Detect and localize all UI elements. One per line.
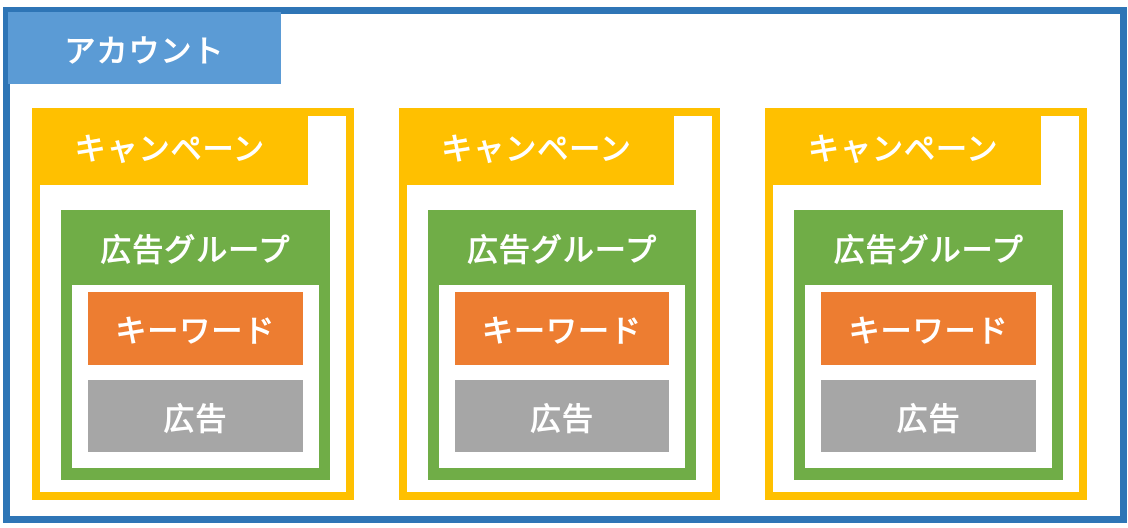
campaign-label: キャンペーン: [398, 108, 675, 185]
ad-box: 広告: [454, 380, 670, 452]
adgroup-label: 広告グループ: [466, 233, 658, 268]
campaign-label: キャンペーン: [32, 108, 308, 185]
keyword-box: キーワード: [821, 292, 1037, 365]
adgroup-body: キーワード 広告: [438, 285, 686, 468]
account-box: アカウント キャンペーン 広告グループ キーワード 広告 キャンペーン 広告グル…: [3, 7, 1127, 523]
adgroup-label: 広告グループ: [100, 233, 291, 268]
adgroup-box: 広告グループ キーワード 広告: [61, 210, 330, 480]
adgroup-box: 広告グループ キーワード 広告: [427, 210, 697, 480]
campaign-label: キャンペーン: [765, 108, 1042, 185]
adgroup-label: 広告グループ: [833, 233, 1024, 268]
campaign-row: キャンペーン 広告グループ キーワード 広告 キャンペーン 広告グループ キーワ…: [32, 108, 1088, 500]
adgroup-box: 広告グループ キーワード 広告: [794, 210, 1064, 480]
campaign-box: キャンペーン 広告グループ キーワード 広告: [32, 108, 354, 500]
keyword-box: キーワード: [454, 292, 670, 365]
campaign-box: キャンペーン 広告グループ キーワード 広告: [765, 108, 1088, 500]
ad-box: 広告: [821, 380, 1037, 452]
campaign-box: キャンペーン 広告グループ キーワード 広告: [398, 108, 721, 500]
adgroup-body: キーワード 広告: [805, 285, 1053, 468]
adgroup-body: キーワード 広告: [72, 285, 319, 468]
account-label: アカウント: [8, 12, 281, 84]
keyword-box: キーワード: [88, 292, 303, 365]
ad-box: 広告: [88, 380, 303, 452]
